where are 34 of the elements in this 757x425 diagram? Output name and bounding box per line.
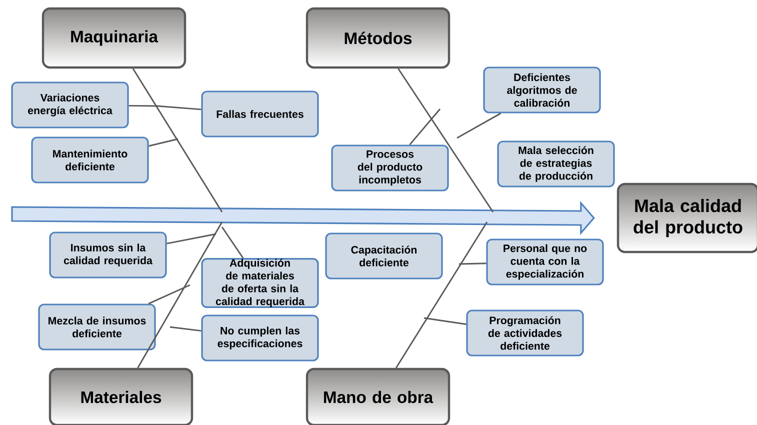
cause-box: Adquisición de materiales de oferta sin la calidad requerida <box>201 258 319 308</box>
spine-arrow <box>11 200 595 236</box>
cause-box: Programación de actividades deficiente <box>466 310 584 356</box>
branch-line <box>396 222 488 368</box>
branch-line <box>409 108 441 146</box>
branch-line <box>166 233 216 244</box>
cause-box: Mezcla de insumos deficiente <box>38 304 156 350</box>
cause-box: Mala selección de estrategias de producción <box>497 140 615 188</box>
cause-box: Deficientes algoritmos de calibración <box>483 66 601 114</box>
cause-box: Mantenimiento deficiente <box>31 136 149 184</box>
cause-box: Capacitación deficiente <box>325 232 443 280</box>
cause-box: Procesos del producto incompletos <box>331 144 449 192</box>
branch-line <box>128 104 158 107</box>
branch-line <box>398 68 494 212</box>
branch-line <box>170 326 202 332</box>
cause-box: Fallas frecuentes <box>201 90 319 138</box>
branch-line <box>148 138 178 147</box>
branch-line <box>221 226 244 258</box>
branch-line <box>456 112 502 139</box>
branch-line <box>148 284 190 304</box>
effect-box: Mala calidad del producto <box>616 182 757 254</box>
cause-box: Variaciones energía eléctrica <box>11 82 129 128</box>
branch-line <box>424 317 466 325</box>
category-box: Materiales <box>48 368 194 425</box>
category-box: Métodos <box>306 7 450 69</box>
category-box: Maquinaria <box>42 7 186 69</box>
branch-line <box>137 222 223 368</box>
cause-box: Personal que no cuenta con la especialización <box>486 238 604 286</box>
branch-line <box>458 262 486 265</box>
cause-box: Insumos sin la calidad requerida <box>49 232 167 278</box>
branch-line <box>132 68 223 212</box>
branch-line <box>156 105 202 110</box>
category-box: Mano de obra <box>306 368 450 425</box>
cause-box: No cumplen las especificaciones <box>201 314 319 362</box>
